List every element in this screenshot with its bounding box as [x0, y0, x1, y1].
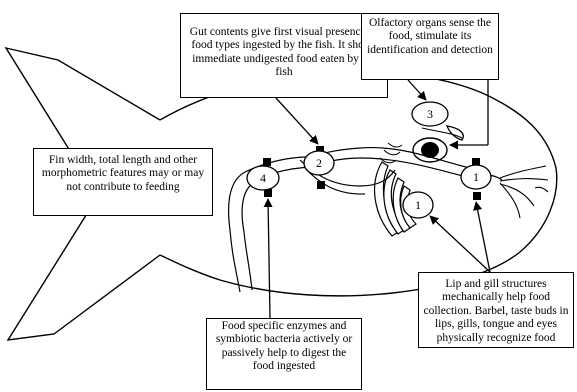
gut-contents-callout: Gut contents give first visual presence … [180, 13, 388, 98]
svg-text:4: 4 [260, 171, 266, 185]
fin-morphometric-text: Fin width, total length and other morpho… [38, 154, 208, 194]
anchor-squares [263, 146, 481, 200]
svg-text:2: 2 [316, 156, 322, 170]
marker-3: 3 [412, 102, 448, 126]
fish-body-outline [160, 71, 557, 296]
marker-2: 2 [304, 151, 334, 175]
enzymes-text: Food specific enzymes and symbiotic bact… [211, 320, 357, 374]
olfactory-text: Olfactory organs sense the food, stimula… [366, 17, 494, 57]
lip-gill-callout: Lip and gill structures mechanically hel… [418, 272, 574, 348]
fin-morphometric-callout: Fin width, total length and other morpho… [33, 148, 213, 216]
marker-4: 4 [247, 166, 279, 190]
svg-text:1: 1 [473, 170, 479, 184]
olfactory-callout: Olfactory organs sense the food, stimula… [361, 13, 499, 80]
marker-1-lower: 1 [403, 192, 433, 218]
lip-gill-text: Lip and gill structures mechanically hel… [423, 278, 569, 345]
enzymes-callout: Food specific enzymes and symbiotic bact… [206, 318, 362, 390]
svg-text:1: 1 [415, 198, 421, 212]
marker-1-upper: 1 [461, 165, 491, 189]
gut-contents-text: Gut contents give first visual presence … [185, 26, 383, 80]
barbels [500, 166, 548, 218]
svg-text:3: 3 [427, 107, 433, 121]
